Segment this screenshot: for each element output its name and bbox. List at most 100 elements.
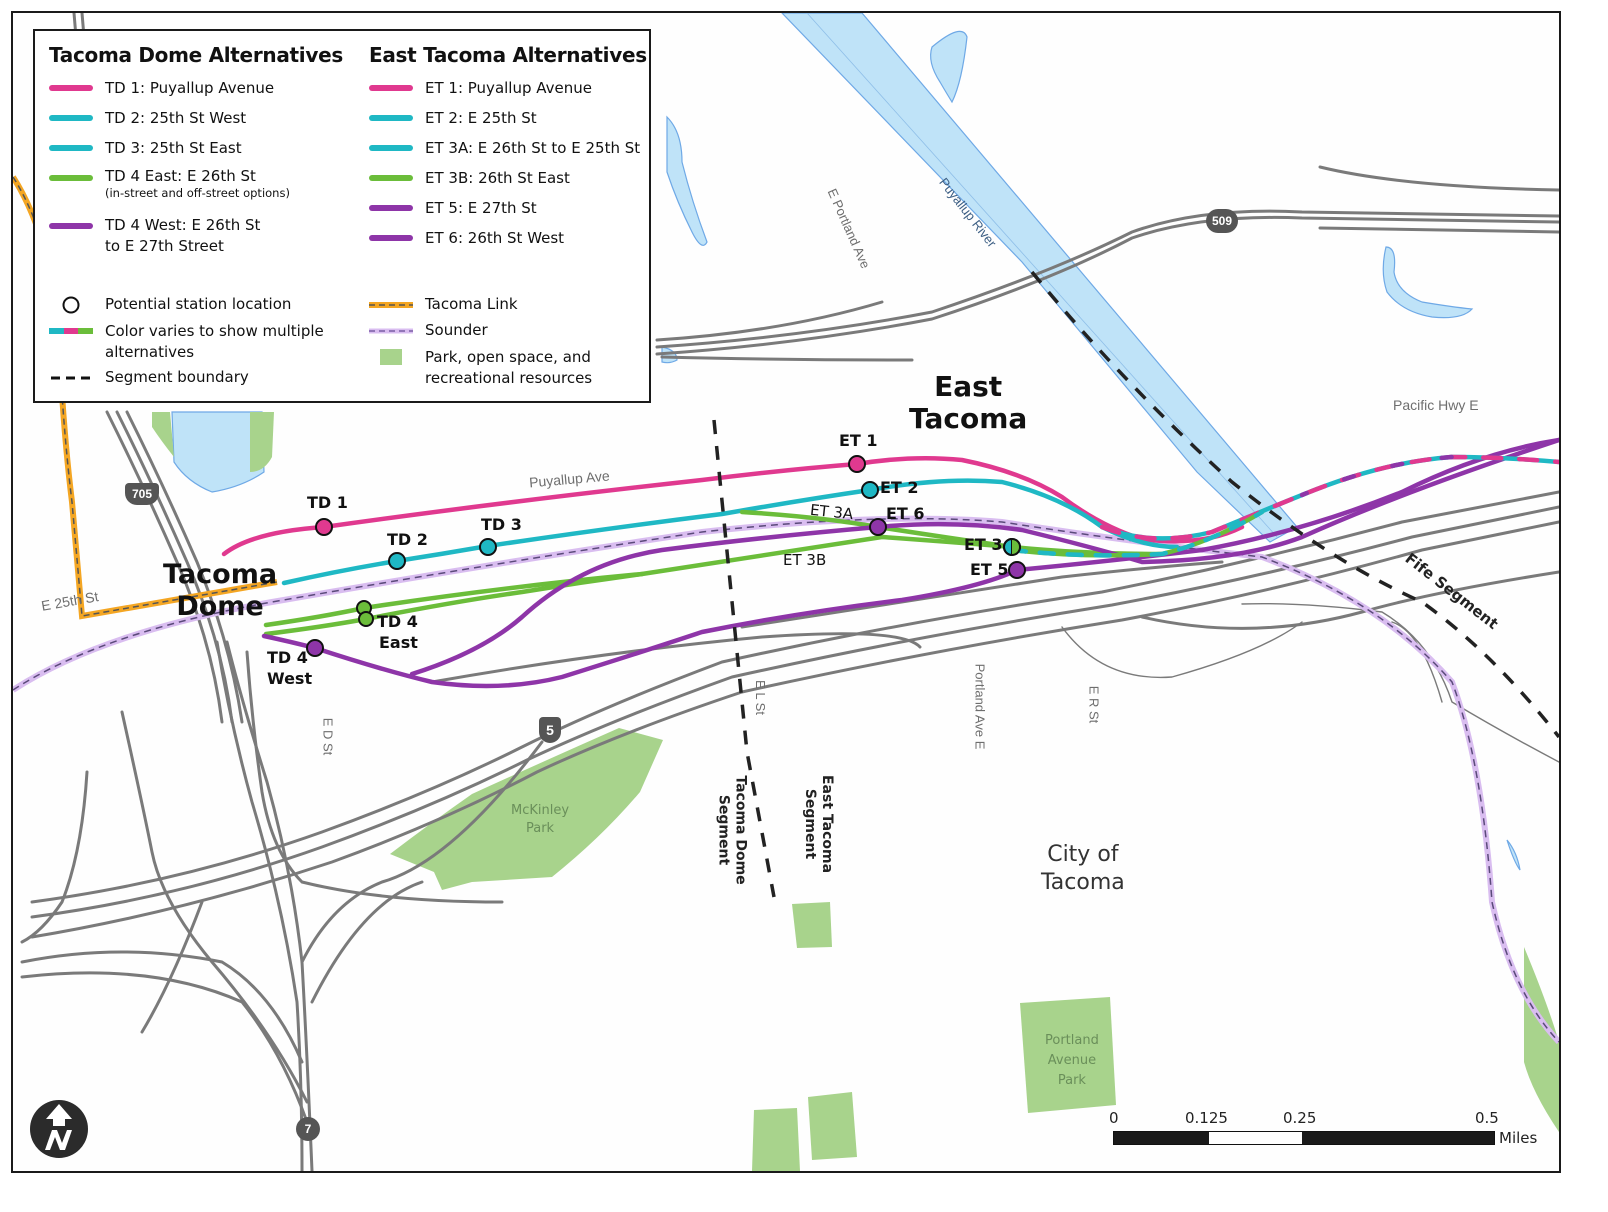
legend-symbol-park-text: Park, open space, and recreational resou… — [425, 347, 592, 389]
legend-item-td4-west: TD 4 West: E 26th St to E 27th Street — [49, 211, 343, 263]
station-label-et5: ET 5 — [970, 560, 1009, 579]
alternative-routes — [221, 437, 1559, 689]
station-td4-east-b — [358, 611, 374, 627]
station-label-td2: TD 2 — [387, 530, 428, 549]
magenta-line-icon — [49, 85, 93, 91]
purple-line-icon — [369, 235, 413, 241]
station-label-et6: ET 6 — [886, 504, 925, 523]
station-et2 — [861, 481, 879, 499]
legend-symbol-segment-boundary-label: Segment boundary — [105, 368, 249, 386]
legend-item-et1: ET 1: Puyallup Avenue — [369, 73, 647, 103]
legend-td4-east-sub: (in-street and off-street options) — [105, 186, 290, 200]
segment-boundaries — [712, 270, 1559, 898]
legend-symbol-park-label: Park, open space, and — [425, 348, 591, 366]
legend-td4-west-text: TD 4 West: E 26th St to E 27th Street — [105, 215, 260, 257]
station-label-td3: TD 3 — [481, 515, 522, 534]
segment-label-east-tacoma-line1: East Tacoma — [819, 774, 836, 874]
park-areas — [152, 412, 1559, 1171]
place-label-tacoma-dome: Tacoma Dome — [163, 559, 277, 623]
i5-shield: 5 — [539, 717, 561, 743]
legend-item-et3a: ET 3A: E 26th St to E 25th St — [369, 133, 647, 163]
teal-line-icon — [49, 115, 93, 121]
legend-item-et2: ET 2: E 25th St — [369, 103, 647, 133]
station-markers — [306, 455, 1026, 657]
legend-symbol-station-label: Potential station location — [105, 295, 292, 313]
scale-bar-graphic — [1113, 1131, 1495, 1145]
legend-item-et3b: ET 3B: 26th St East — [369, 163, 647, 193]
teal-line-icon — [369, 145, 413, 151]
scale-tick-0: 0 — [1109, 1109, 1119, 1127]
legend-item-et5: ET 5: E 27th St — [369, 193, 647, 223]
station-label-td4-west-line2: West — [267, 669, 313, 688]
station-label-td4-east-line1: TD 4 — [377, 612, 418, 631]
legend-td4-west-label: TD 4 West: E 26th St — [105, 216, 261, 234]
legend-symbol-sounder: Sounder — [369, 321, 488, 341]
legend-item-td2: TD 2: 25th St West — [49, 103, 343, 133]
purple-line-icon — [369, 205, 413, 211]
legend-td4-east-text: TD 4 East: E 26th St (in-street and off-… — [105, 167, 290, 200]
segment-label-tacoma-dome-line1: Tacoma Dome — [732, 775, 749, 885]
place-label-city-line2: Tacoma — [1041, 870, 1125, 895]
tacoma-link-line-icon — [369, 295, 413, 315]
station-label-td4-east: TD 4 East — [377, 611, 418, 653]
teal-line-icon — [49, 145, 93, 151]
scale-tick-0125: 0.125 — [1185, 1109, 1228, 1127]
route-td2-td3-et2 — [281, 478, 1180, 586]
purple-line-icon — [49, 223, 93, 229]
station-circle-icon — [49, 295, 93, 315]
place-label-tacoma-dome-line1: Tacoma — [163, 559, 278, 590]
place-label-east-tacoma-line2: Tacoma — [909, 402, 1028, 435]
sounder-line — [13, 515, 1559, 1045]
map-legend: Tacoma Dome Alternatives TD 1: Puyallup … — [33, 29, 651, 403]
route-td4-west-et5 — [261, 437, 1559, 689]
segment-label-tacoma-dome-line2: Segment — [715, 794, 732, 866]
station-label-et2: ET 2 — [880, 478, 919, 497]
legend-symbol-park: Park, open space, and recreational resou… — [369, 347, 592, 389]
legend-td4-west-label2: to E 27th Street — [105, 237, 224, 255]
park-swatch-icon — [369, 347, 413, 367]
legend-item-td3: TD 3: 25th St East — [49, 133, 343, 163]
station-et5 — [1008, 561, 1026, 579]
station-label-td4-west: TD 4 West — [267, 647, 312, 689]
legend-symbol-multicolor: Color varies to show multiple alternativ… — [49, 321, 324, 363]
map-canvas — [13, 13, 1559, 1171]
route-et3a — [739, 509, 1165, 557]
park-label-portland-line2: Avenue — [1047, 1053, 1097, 1068]
green-line-icon — [369, 175, 413, 181]
station-label-et3: ET 3 — [964, 535, 1003, 554]
route-label-et3b: ET 3B — [783, 551, 827, 569]
legend-title-east-tacoma: East Tacoma Alternatives — [369, 43, 647, 67]
legend-item-td4-east: TD 4 East: E 26th St (in-street and off-… — [49, 163, 343, 211]
legend-symbol-tacoma-link: Tacoma Link — [369, 295, 518, 315]
station-td3 — [479, 538, 497, 556]
teal-line-icon — [369, 115, 413, 121]
scale-tick-025: 0.25 — [1283, 1109, 1317, 1127]
legend-symbol-multicolor-label2: alternatives — [105, 343, 195, 361]
place-label-east-tacoma: East Tacoma — [909, 371, 1027, 435]
street-label-e-d-st: E D St — [320, 717, 336, 756]
north-arrow-icon — [30, 1100, 88, 1158]
segment-label-east-tacoma-line2: Segment — [802, 788, 819, 860]
multi-color-line-icon — [49, 321, 93, 341]
green-line-icon — [49, 175, 93, 181]
street-label-e-r-st: E R St — [1086, 685, 1102, 724]
station-td1 — [315, 518, 333, 536]
park-label-portland-line3: Park — [1057, 1073, 1086, 1088]
legend-symbol-tacoma-link-label: Tacoma Link — [425, 295, 518, 313]
station-et6 — [869, 518, 887, 536]
legend-title-tacoma-dome: Tacoma Dome Alternatives — [49, 43, 343, 67]
sounder-line-icon — [369, 321, 413, 341]
street-label-e-l-st: E L St — [752, 680, 768, 715]
scale-unit: Miles — [1499, 1129, 1538, 1147]
park-label-portland-line1: Portland — [1045, 1033, 1099, 1048]
legend-symbol-sounder-label: Sounder — [425, 321, 488, 339]
station-label-et1: ET 1 — [839, 431, 878, 450]
sr7-shield: 7 — [296, 1117, 320, 1141]
legend-item-td1: TD 1: Puyallup Avenue — [49, 73, 343, 103]
legend-tacoma-dome-column: Tacoma Dome Alternatives TD 1: Puyallup … — [49, 43, 343, 263]
place-label-city-line1: City of — [1047, 842, 1119, 867]
legend-symbol-station: Potential station location — [49, 295, 291, 315]
place-label-east-tacoma-line1: East — [934, 370, 1003, 403]
water-features — [171, 13, 1521, 871]
place-label-tacoma-dome-line2: Dome — [176, 591, 264, 622]
